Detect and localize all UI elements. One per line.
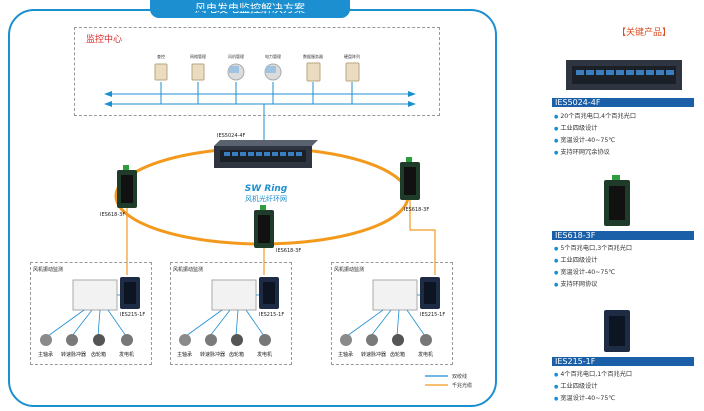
key-products-title: 【关键产品】 bbox=[617, 28, 672, 38]
control-center-box bbox=[74, 27, 440, 116]
sensor-label: 主轴承 bbox=[38, 352, 54, 358]
ring-label: SW Ring 风机光纤环网 bbox=[236, 184, 296, 204]
product-feature: 工业四级设计 bbox=[554, 255, 597, 264]
ring-switch-label: IES618-3F bbox=[100, 212, 126, 218]
sensor-label: 主轴承 bbox=[338, 352, 354, 358]
solution-frame bbox=[8, 9, 497, 407]
sensor-label: 齿轮箱 bbox=[390, 352, 406, 358]
monitor-group-box bbox=[331, 262, 453, 365]
workstation-label: 电力管理 bbox=[265, 54, 281, 59]
ring-name-cn: 风机光纤环网 bbox=[245, 195, 287, 203]
sensor-label: 发电机 bbox=[119, 352, 135, 358]
core-switch-device bbox=[214, 140, 318, 168]
monitor-group-box bbox=[170, 262, 292, 365]
product-feature: 4个百兆电口,1个百兆光口 bbox=[554, 369, 632, 378]
sensor-label: 转速脉冲器 bbox=[361, 352, 387, 358]
access-switch-label: IES215-1F bbox=[259, 312, 285, 318]
workstation-label: 数据服务器 bbox=[303, 54, 323, 59]
workstation-label: 网络管理 bbox=[190, 54, 206, 59]
sensor-label: 转速脉冲器 bbox=[200, 352, 226, 358]
legend-label: 千兆光缆 bbox=[452, 383, 473, 389]
ring-switch-right bbox=[400, 157, 420, 200]
core-switch-label: IES5024-4F bbox=[217, 133, 246, 139]
workstation-label: 硬盘阵列 bbox=[344, 54, 360, 59]
monitor-group-title: 风机振动监测 bbox=[33, 267, 64, 273]
product-feature: 宽温设计-40~75℃ bbox=[554, 135, 615, 144]
product-feature: 支持环网协议 bbox=[554, 279, 597, 288]
ring-switch-left bbox=[117, 165, 137, 208]
product-feature: 5个百兆电口,3个百兆光口 bbox=[554, 243, 632, 252]
ring-switch-label: IES618-3F bbox=[276, 248, 302, 254]
monitor-group-title: 风机振动监测 bbox=[334, 267, 365, 273]
workstation-icons bbox=[154, 62, 360, 82]
ring-name-en: SW Ring bbox=[244, 184, 288, 194]
access-switch-label: IES215-1F bbox=[120, 312, 146, 318]
product-feature: 20个百兆电口,4个百兆光口 bbox=[554, 111, 636, 120]
workstation-label: 查控 bbox=[157, 54, 165, 59]
monitor-group-graphics bbox=[40, 277, 440, 346]
legend-label: 双绞线 bbox=[452, 374, 468, 380]
sensor-label: 发电机 bbox=[418, 352, 434, 358]
product-image-ies215 bbox=[604, 310, 630, 352]
sensor-label: 齿轮箱 bbox=[91, 352, 107, 358]
sensor-label: 齿轮箱 bbox=[229, 352, 245, 358]
workstation-label: 风机管理 bbox=[228, 54, 244, 59]
product-feature: 工业四级设计 bbox=[554, 381, 597, 390]
product-name-bar: IES618-3F bbox=[552, 231, 694, 240]
monitor-group-box bbox=[30, 262, 152, 365]
product-feature: 宽温设计-40~75℃ bbox=[554, 393, 615, 402]
product-feature: 工业四级设计 bbox=[554, 123, 597, 132]
product-name-bar: IES5024-4F bbox=[552, 98, 694, 107]
ring-switch-label: IES618-3F bbox=[404, 207, 430, 213]
product-name-bar: IES215-1F bbox=[552, 357, 694, 366]
product-feature: 宽温设计-40~75℃ bbox=[554, 267, 615, 276]
product-image-ies5024 bbox=[566, 60, 682, 90]
sensor-label: 主轴承 bbox=[177, 352, 193, 358]
monitor-group-title: 风机振动监测 bbox=[173, 267, 204, 273]
product-feature: 支持环网冗余协议 bbox=[554, 147, 610, 156]
sensor-label: 发电机 bbox=[257, 352, 273, 358]
product-image-ies618 bbox=[604, 175, 630, 226]
ring-switch-middle bbox=[254, 205, 274, 248]
control-center-label: 监控中心 bbox=[86, 35, 123, 45]
access-switch-label: IES215-1F bbox=[420, 312, 446, 318]
sensor-label: 转速脉冲器 bbox=[61, 352, 87, 358]
